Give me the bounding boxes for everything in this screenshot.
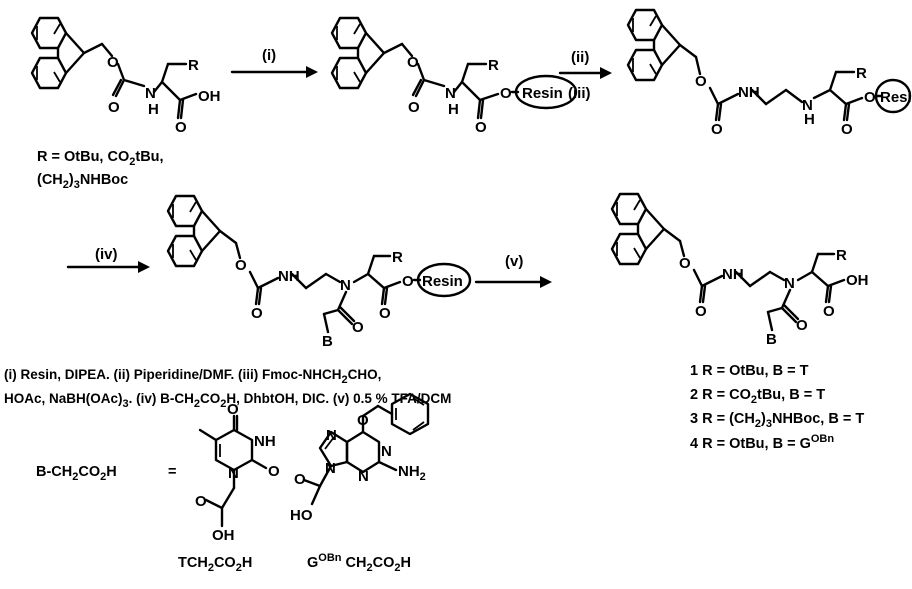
amide-hydrogen: H — [148, 101, 159, 118]
guanine-n7: N — [326, 427, 337, 444]
carbonyl-oxygen: O — [108, 99, 120, 116]
nucleobase-b: B — [322, 333, 333, 350]
acid-hydroxyl: OH — [846, 272, 869, 289]
carbonyl-oxygen: O — [841, 121, 853, 138]
step-4-label: (iv) — [95, 246, 118, 263]
ester-oxygen: O — [695, 73, 707, 90]
carbonyl-oxygen: O — [695, 303, 707, 320]
carbonyl-oxygen: O — [379, 305, 391, 322]
resin-label: Resin — [880, 89, 912, 106]
ester-oxygen: O — [407, 54, 419, 71]
thymine-oxygen: O — [268, 463, 280, 480]
resin-label: Resin — [422, 273, 463, 290]
arrowhead-step-5 — [540, 276, 552, 288]
step-2-label: (ii) — [571, 49, 589, 66]
amide-nitrogen: N — [445, 85, 456, 102]
ester-oxygen: O — [402, 273, 414, 290]
carbamate-nh: NH — [722, 266, 744, 283]
conditions-line-1: (i) Resin, DIPEA. (ii) Piperidine/DMF. (… — [4, 367, 381, 386]
product-2-label: 2 R = CO2tBu, B = T — [690, 387, 825, 406]
acid-oxygen: O — [175, 119, 187, 136]
carbamate-nh: NH — [738, 84, 760, 101]
side-chain-r: R — [188, 57, 199, 74]
acetyl-oxygen: O — [352, 319, 364, 336]
acid-hydroxyl: OH — [198, 88, 221, 105]
thymine-acid-label: TCH2CO2H — [178, 555, 252, 574]
acid-oxygen: O — [294, 471, 306, 488]
guanine-n3: N — [358, 468, 369, 485]
tertiary-amide-n: N — [784, 275, 795, 292]
side-chain-r: R — [488, 57, 499, 74]
side-chain-r: R — [836, 247, 847, 264]
ester-oxygen: O — [235, 257, 247, 274]
thymine-oxygen: O — [227, 401, 239, 418]
product-1-label: 1 R = OtBu, B = T — [690, 363, 809, 379]
side-chain-r: R — [856, 65, 867, 82]
conditions-line-2: HOAc, NaBH(OAc)3. (iv) B-CH2CO2H, DhbtOH… — [4, 391, 451, 410]
acid-hydroxyl: OH — [212, 527, 235, 544]
arrowhead-step-4 — [138, 261, 150, 273]
guanine-acid-label: GOBn CH2CO2H — [307, 552, 411, 574]
product-4-label: 4 R = OtBu, B = GOBn — [690, 433, 834, 452]
step-5-label: (v) — [505, 253, 523, 270]
nucleobase-b: B — [766, 331, 777, 348]
step-3-label: (iii) — [568, 85, 591, 102]
r-group-definition-1: R = OtBu, CO2tBu, — [37, 149, 164, 168]
pna-monomer-acid-structure — [610, 192, 846, 332]
thymine-n1: N — [228, 465, 239, 482]
ester-oxygen: O — [500, 85, 512, 102]
guanine-amine: NH2 — [398, 463, 426, 483]
resin-label: Resin — [522, 85, 563, 102]
carbonyl-oxygen: O — [475, 119, 487, 136]
acid-oxygen: O — [195, 493, 207, 510]
carbamate-nh: NH — [278, 268, 300, 285]
guanine-n1: N — [381, 443, 392, 460]
acid-hydroxyl: HO — [290, 507, 313, 524]
secondary-amine-h: H — [804, 111, 815, 128]
carbonyl-oxygen: O — [251, 305, 263, 322]
fmoc-aa-resin-structure — [330, 16, 578, 120]
amide-nitrogen: N — [145, 85, 156, 102]
pna-monomer-resin-structure — [166, 194, 472, 334]
ester-oxygen: O — [679, 255, 691, 272]
carbonyl-oxygen: O — [711, 121, 723, 138]
thymine-acetic-acid-structure — [198, 414, 268, 528]
step-1-label: (i) — [262, 47, 276, 64]
r-group-definition-2: (CH2)3NHBoc — [37, 172, 128, 191]
side-chain-r: R — [392, 249, 403, 266]
guanine-o6: O — [357, 412, 369, 429]
ester-oxygen: O — [107, 54, 119, 71]
arrowhead-step-2 — [600, 67, 612, 79]
thymine-nh: NH — [254, 433, 276, 450]
ester-oxygen: O — [864, 89, 876, 106]
acetyl-oxygen: O — [796, 317, 808, 334]
product-3-label: 3 R = (CH2)3NHBoc, B = T — [690, 411, 864, 430]
equals-sign: = — [168, 464, 176, 480]
carbonyl-oxygen: O — [823, 303, 835, 320]
base-acid-definition: B-CH2CO2H — [36, 464, 117, 483]
arrowhead-step-1 — [306, 66, 318, 78]
guanine-n9: N — [325, 460, 336, 477]
secondary-amine-n: N — [802, 97, 813, 114]
guanine-obn-acetic-acid-structure — [302, 392, 430, 506]
carbonyl-oxygen: O — [408, 99, 420, 116]
tertiary-amide-n: N — [340, 277, 351, 294]
reductive-amination-product-structure — [626, 8, 912, 122]
amide-hydrogen: H — [448, 101, 459, 118]
fmoc-amino-acid-structure — [30, 16, 198, 120]
